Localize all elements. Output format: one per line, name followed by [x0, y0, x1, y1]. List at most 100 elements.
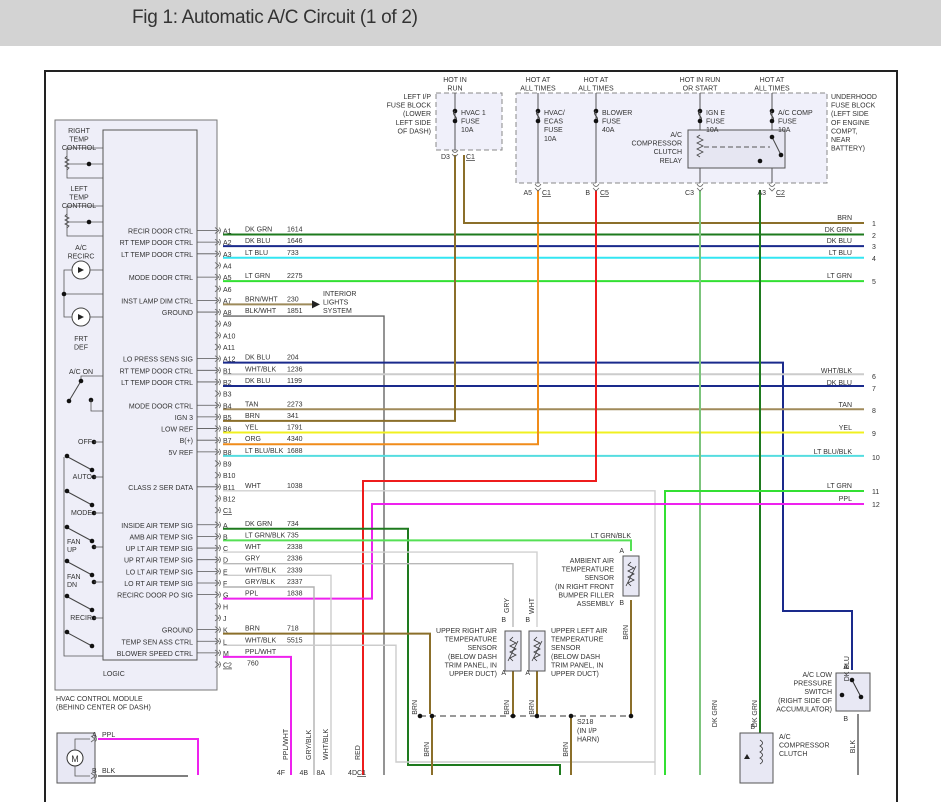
terminal-label: A — [843, 664, 848, 671]
low-pressure-switch-label: A/C LOW — [802, 672, 832, 679]
wire-color-label: BRN — [563, 742, 570, 757]
pin-label: A2 — [223, 240, 232, 247]
circuit-number-label: 204 — [287, 355, 299, 362]
pin-label: B5 — [223, 415, 232, 422]
connector-icon — [768, 187, 776, 192]
fan-up-button-label: FAN — [67, 539, 81, 546]
underhood-fuse-block-label: FUSE BLOCK — [831, 103, 876, 110]
terminal-label: B — [501, 617, 506, 624]
pin-label: E — [223, 569, 228, 576]
upper-right-sensor-label: TRIM PANEL, IN — [445, 662, 497, 669]
pin-connector-icon — [218, 661, 221, 668]
pin-label: B4 — [223, 403, 232, 410]
logic-label: LOGIC — [103, 671, 125, 678]
fuse-label: 10A — [706, 127, 719, 134]
pin-connector-icon — [218, 448, 221, 456]
pin-label: A8 — [223, 310, 232, 317]
control-wire — [90, 400, 103, 412]
ref-wire-color-label: PPL — [839, 496, 852, 503]
pin-signal-label: GROUND — [162, 310, 193, 317]
circuit-number-label: 1038 — [287, 483, 303, 490]
led-diode-icon — [78, 314, 84, 320]
wire-ign3 — [223, 155, 456, 422]
wire-color-label: WHT — [245, 544, 262, 551]
pin-connector-icon — [218, 227, 221, 234]
connector-icon — [94, 772, 97, 780]
pin-signal-label: LT TEMP DOOR CTRL — [121, 380, 193, 387]
pin-label: C — [223, 546, 228, 553]
pin-connector-icon — [218, 603, 221, 610]
circuit-number-label: 2338 — [287, 544, 303, 551]
pin-connector-icon — [218, 637, 221, 645]
junction-dot — [89, 502, 95, 508]
connector-label: C5 — [600, 190, 609, 197]
pin-label: A10 — [223, 333, 236, 340]
junction-dot — [64, 488, 70, 494]
connector-icon — [94, 735, 97, 743]
hvac-module-label: HVAC CONTROL MODULE — [56, 696, 143, 703]
thermistor-icon — [627, 561, 635, 587]
circuit-number-label: 1646 — [287, 238, 303, 245]
left-temp-control-label: TEMP — [69, 195, 89, 202]
off-switch-icon — [65, 455, 93, 471]
wire-temp-sen-ass — [223, 644, 655, 763]
pin-signal-label: 5V REF — [168, 450, 193, 457]
right-temp-control-label: RIGHT — [68, 128, 91, 135]
pin-connector-icon — [214, 262, 220, 269]
pin-label: B7 — [223, 438, 232, 445]
pressure-switch-icon — [851, 679, 862, 698]
ref-wire-color-label: LT GRN — [827, 273, 852, 280]
ref-wire-color-label: DK BLU — [827, 380, 852, 387]
fuse-label: FUSE — [602, 119, 621, 126]
relay-label: COMPRESSOR — [631, 141, 682, 148]
terminal-label: A — [525, 670, 530, 677]
fuse-terminal — [452, 118, 458, 124]
pin-connector-icon — [214, 579, 220, 587]
ref-wire-color-label: YEL — [839, 425, 852, 432]
pin-label: A4 — [223, 263, 232, 270]
fuse-label: 10A — [778, 127, 791, 134]
led-diode-icon — [78, 267, 84, 273]
junction-dot — [89, 538, 95, 544]
terminal-label: B — [843, 716, 848, 723]
pin-label: A7 — [223, 298, 232, 305]
connector-icon — [534, 183, 542, 187]
diagram-frame — [44, 70, 898, 802]
pin-label: A — [223, 523, 228, 530]
compressor-clutch-label: CLUTCH — [779, 751, 807, 758]
right-temp-control-label: TEMP — [69, 137, 89, 144]
hvac-module-label: (BEHIND CENTER OF DASH) — [56, 705, 151, 712]
pin-label: A5 — [223, 275, 232, 282]
wire-up-lt-air-temp — [223, 551, 538, 627]
fuse-feed-label: HOT AT — [526, 77, 551, 84]
wire-ground-a8 — [223, 315, 385, 775]
fuse-feed-label: HOT AT — [760, 77, 785, 84]
junction-dot — [61, 291, 67, 297]
auto-button-label: AUTO — [73, 474, 93, 481]
circuit-number-label: 1791 — [287, 425, 303, 432]
fuse-feed-label: ALL TIMES — [754, 86, 790, 93]
pin-connector-icon — [218, 273, 221, 281]
auto-switch-icon — [65, 490, 93, 506]
pin-connector-icon — [218, 591, 221, 598]
logic-block — [102, 129, 198, 661]
left-ip-fuse-block-label: OF DASH) — [398, 128, 431, 135]
wire-color-label: DK GRN — [245, 227, 272, 234]
pin-label: A3 — [223, 252, 232, 259]
fuse-feed-label: HOT AT — [584, 77, 609, 84]
junction-dot — [64, 453, 70, 459]
control-wire — [66, 205, 103, 237]
pin-connector-icon — [214, 238, 220, 246]
wire-blower-speed — [223, 655, 292, 775]
motor-lead — [74, 738, 90, 750]
junction-dot — [64, 629, 70, 635]
ref-number-label: 12 — [872, 502, 880, 509]
splice-location-label: (IN I/P — [577, 728, 597, 735]
pin-label: K — [223, 628, 228, 635]
hvac1-fuse-label: HVAC 1 — [461, 110, 486, 117]
compressor-clutch-label: A/C — [779, 734, 791, 741]
pin-label: B1 — [223, 368, 232, 375]
pin-connector-icon — [214, 320, 220, 328]
pin-connector-icon — [218, 297, 221, 304]
pin-connector-icon — [218, 262, 221, 269]
